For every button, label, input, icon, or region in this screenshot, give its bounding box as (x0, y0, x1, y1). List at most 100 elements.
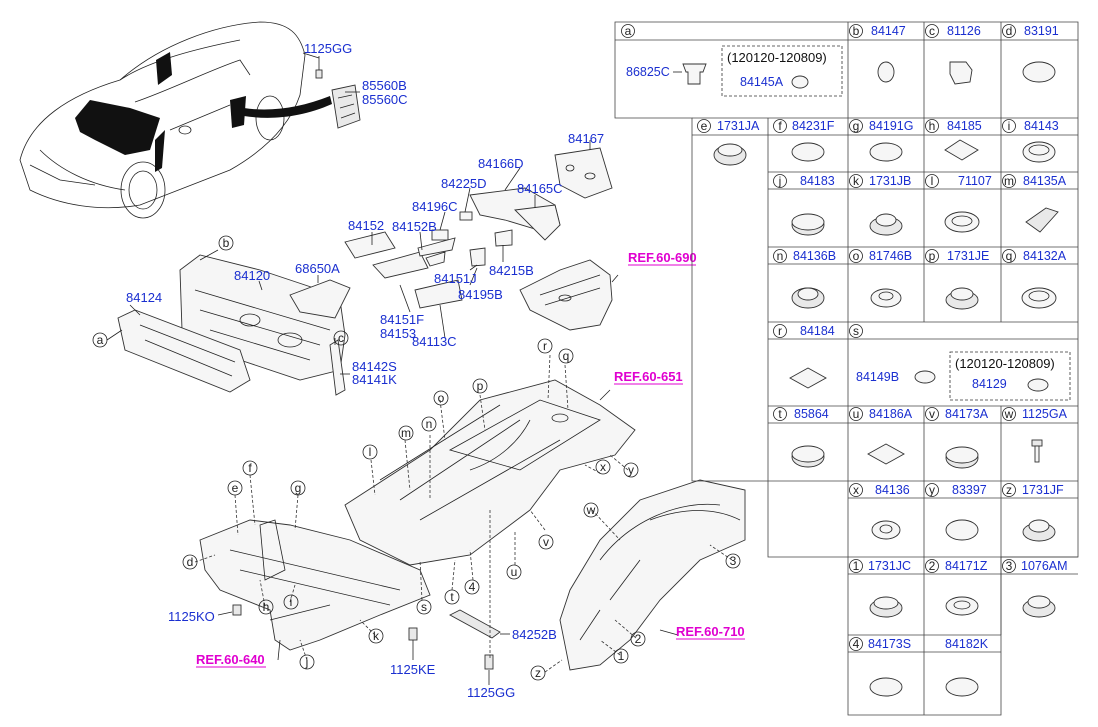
svg-text:g: g (295, 481, 302, 495)
svg-text:l: l (369, 445, 372, 459)
svg-text:n: n (426, 417, 433, 431)
label-84152B: 84152B (392, 219, 437, 234)
svg-text:r: r (543, 339, 547, 353)
svg-text:s: s (853, 324, 859, 338)
svg-text:84135A: 84135A (1023, 174, 1067, 188)
svg-text:84136B: 84136B (793, 249, 836, 263)
legend-cell-n: n 84136B (773, 249, 836, 309)
marker-e: e (227, 480, 243, 496)
marker-o: o (433, 390, 449, 406)
legend-cell-i: i 84143 (1002, 119, 1059, 163)
marker-3: 3 (725, 553, 741, 569)
svg-text:t: t (778, 407, 782, 421)
ref-60-651[interactable]: REF.60-651 (614, 369, 683, 384)
svg-text:f: f (778, 119, 782, 133)
floor-panel (344, 379, 636, 566)
svg-text:k: k (853, 174, 860, 188)
label-84142S: 84142S (352, 359, 397, 374)
svg-text:1076AM: 1076AM (1021, 559, 1068, 573)
svg-text:r: r (778, 324, 782, 338)
reference-labels: REF.60-690 REF.60-651 REF.60-640 REF.60-… (196, 250, 745, 668)
svg-text:1125GA: 1125GA (1022, 407, 1068, 421)
svg-text:j: j (778, 174, 782, 188)
svg-text:83191: 83191 (1024, 24, 1059, 38)
marker-2: 2 (630, 631, 646, 647)
marker-z: z (530, 665, 546, 681)
label-84152: 84152 (348, 218, 384, 233)
svg-text:u: u (511, 565, 518, 579)
svg-text:3: 3 (1006, 559, 1013, 573)
marker-b: b (218, 235, 234, 251)
label-84165C: 84165C (517, 181, 563, 196)
ref-60-640[interactable]: REF.60-640 (196, 652, 265, 667)
part-85560-bracket (315, 56, 361, 129)
marker-x: x (595, 459, 611, 475)
marker-g: g (290, 480, 306, 496)
svg-text:1731JE: 1731JE (947, 249, 989, 263)
svg-text:1731JF: 1731JF (1022, 483, 1064, 497)
svg-text:u: u (853, 407, 860, 421)
svg-text:i: i (1008, 119, 1011, 133)
svg-text:1: 1 (853, 559, 860, 573)
svg-text:1731JA: 1731JA (717, 119, 760, 133)
svg-text:t: t (450, 590, 454, 604)
svg-text:84147: 84147 (871, 24, 906, 38)
svg-text:b: b (853, 24, 860, 38)
svg-text:n: n (777, 249, 784, 263)
marker-j: j (299, 654, 315, 670)
label-84252B: 84252B (512, 627, 557, 642)
label-84195B: 84195B (458, 287, 503, 302)
svg-text:d: d (187, 555, 194, 569)
legend-cell-84182K: 84182K (945, 637, 989, 697)
svg-text:c: c (338, 331, 344, 345)
svg-text:a: a (625, 24, 632, 38)
marker-t: t (444, 589, 460, 605)
label-84225D: 84225D (441, 176, 487, 191)
svg-text:k: k (373, 629, 380, 643)
svg-text:84143: 84143 (1024, 119, 1059, 133)
marker-i: i (283, 594, 299, 610)
label-1125GG-top: 1125GG (304, 41, 352, 56)
svg-text:84182K: 84182K (945, 637, 989, 651)
marker-u: u (506, 564, 522, 580)
svg-text:71107: 71107 (958, 174, 992, 188)
sill-strip (449, 609, 501, 639)
svg-text:z: z (535, 666, 541, 680)
ref-60-690[interactable]: REF.60-690 (628, 250, 697, 265)
marker-s: s (416, 599, 432, 615)
svg-text:o: o (853, 249, 860, 263)
label-1125GG-bottom: 1125GG (467, 685, 515, 700)
svg-text:y: y (929, 483, 935, 497)
legend-cell-c: c 81126 (925, 24, 981, 85)
svg-text:i: i (290, 595, 293, 609)
ref-60-710[interactable]: REF.60-710 (676, 624, 745, 639)
svg-text:b: b (223, 236, 230, 250)
side-panel (559, 479, 746, 671)
svg-text:84129: 84129 (972, 377, 1007, 391)
svg-text:v: v (929, 407, 935, 421)
label-84141K: 84141K (352, 372, 397, 387)
svg-text:o: o (438, 391, 445, 405)
svg-text:h: h (263, 600, 270, 614)
svg-text:c: c (929, 24, 935, 38)
legend-cell-3: 3 1076AM (1002, 559, 1068, 618)
label-85560B: 85560B (362, 78, 407, 93)
svg-text:84145A: 84145A (740, 75, 784, 89)
label-84113C: 84113C (412, 334, 457, 349)
svg-text:(120120-120809): (120120-120809) (727, 50, 827, 65)
label-84215B: 84215B (489, 263, 534, 278)
svg-text:3: 3 (730, 554, 737, 568)
label-84120: 84120 (234, 268, 270, 283)
svg-text:v: v (543, 535, 549, 549)
svg-text:w: w (586, 503, 596, 517)
svg-text:81126: 81126 (947, 24, 981, 38)
